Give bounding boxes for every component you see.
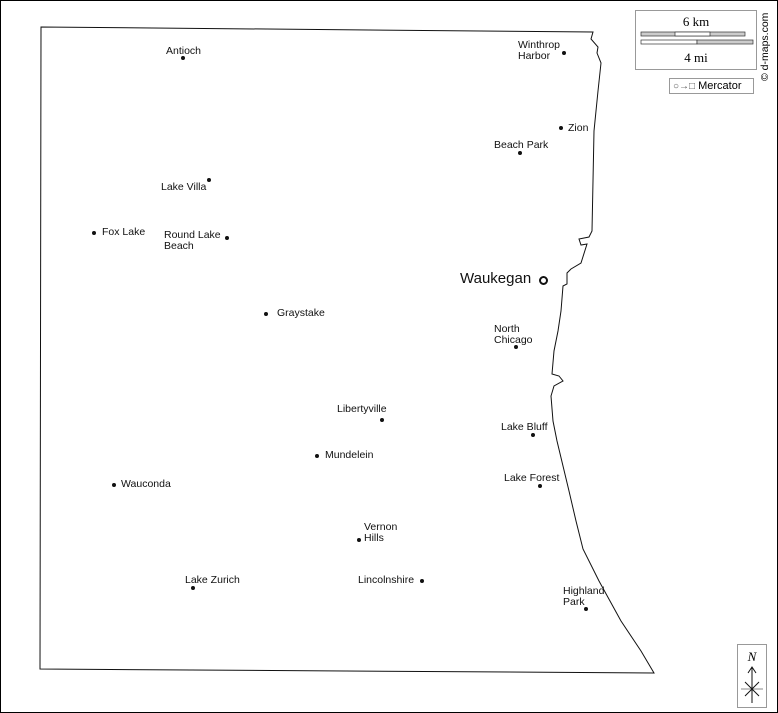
scale-bar: 6 km 4 mi [635, 10, 757, 70]
city-dot [357, 538, 361, 542]
city-dot [380, 418, 384, 422]
city-label-line: Zion [568, 122, 589, 134]
compass: N [737, 644, 767, 708]
city-dot [559, 126, 563, 130]
county-border [39, 26, 655, 674]
compass-rose-icon [741, 666, 763, 703]
city-label: Antioch [166, 46, 201, 57]
city-dot [181, 56, 185, 60]
credit: © d-maps.com [759, 12, 771, 81]
city-label-line: North [494, 323, 520, 335]
scale-bars [640, 31, 754, 45]
projection-box: ○→□ Mercator [669, 78, 754, 94]
city-label-line: Lincolnshire [358, 574, 415, 586]
city-dot [207, 178, 211, 182]
city-label-line: Lake Forest [504, 472, 560, 484]
city-label-line: Beach Park [494, 139, 549, 151]
city-label: Graystake [277, 308, 325, 319]
city-label-line: Mundelein [325, 449, 374, 461]
city-label-line: Park [563, 596, 585, 608]
city-dot [514, 345, 518, 349]
city-label: Libertyville [337, 404, 387, 415]
city-label-line: Hills [364, 532, 384, 544]
city-label-line: Lake Zurich [185, 574, 240, 586]
city-label-line: Beach [164, 240, 194, 252]
city-label-line: Lake Villa [161, 181, 207, 193]
city-label: Zion [568, 123, 588, 134]
city-label: Lake Forest [504, 473, 559, 484]
city-label: Lake Bluff [501, 422, 548, 433]
city-label: Mundelein [325, 450, 373, 461]
city-dot [112, 483, 116, 487]
city-label-line: Highland [563, 585, 605, 597]
city-dot [191, 586, 195, 590]
globe-to-map-icon: ○→□ [673, 80, 696, 92]
city-label-line: Winthrop [518, 39, 561, 51]
city-label-line: Antioch [166, 45, 202, 57]
city-dot [518, 151, 522, 155]
city-label-line: Harbor [518, 50, 551, 62]
city-dot [420, 579, 424, 583]
city-dot [264, 312, 268, 316]
city-label: Beach Park [494, 140, 548, 151]
city-label: Lincolnshire [358, 575, 414, 586]
city-dot [562, 51, 566, 55]
city-label-line: Vernon [364, 521, 398, 533]
city-label: Fox Lake [102, 227, 145, 238]
city-dot [531, 433, 535, 437]
city-dot [92, 231, 96, 235]
city-dot [315, 454, 319, 458]
city-label: Wauconda [121, 479, 171, 490]
city-label-line: Graystake [277, 307, 325, 319]
city-label-line: Chicago [494, 334, 533, 346]
city-label-line: Wauconda [121, 478, 171, 490]
scale-mi-label: 4 mi [684, 50, 708, 65]
city-dot [225, 236, 229, 240]
city-label-line: Fox Lake [102, 226, 146, 238]
capital-label: Waukegan [460, 270, 532, 287]
north-label: N [747, 649, 757, 664]
city-label: Lake Villa [161, 182, 206, 193]
city-dot [538, 484, 542, 488]
city-dot [584, 607, 588, 611]
scale-km-label: 6 km [682, 14, 710, 29]
city-label-line: Libertyville [337, 403, 387, 415]
city-label-line: Lake Bluff [501, 421, 548, 433]
city-label: Lake Zurich [185, 575, 240, 586]
projection-label: Mercator [698, 80, 742, 92]
capital-marker [539, 276, 548, 285]
city-label-line: Round Lake [164, 229, 221, 241]
